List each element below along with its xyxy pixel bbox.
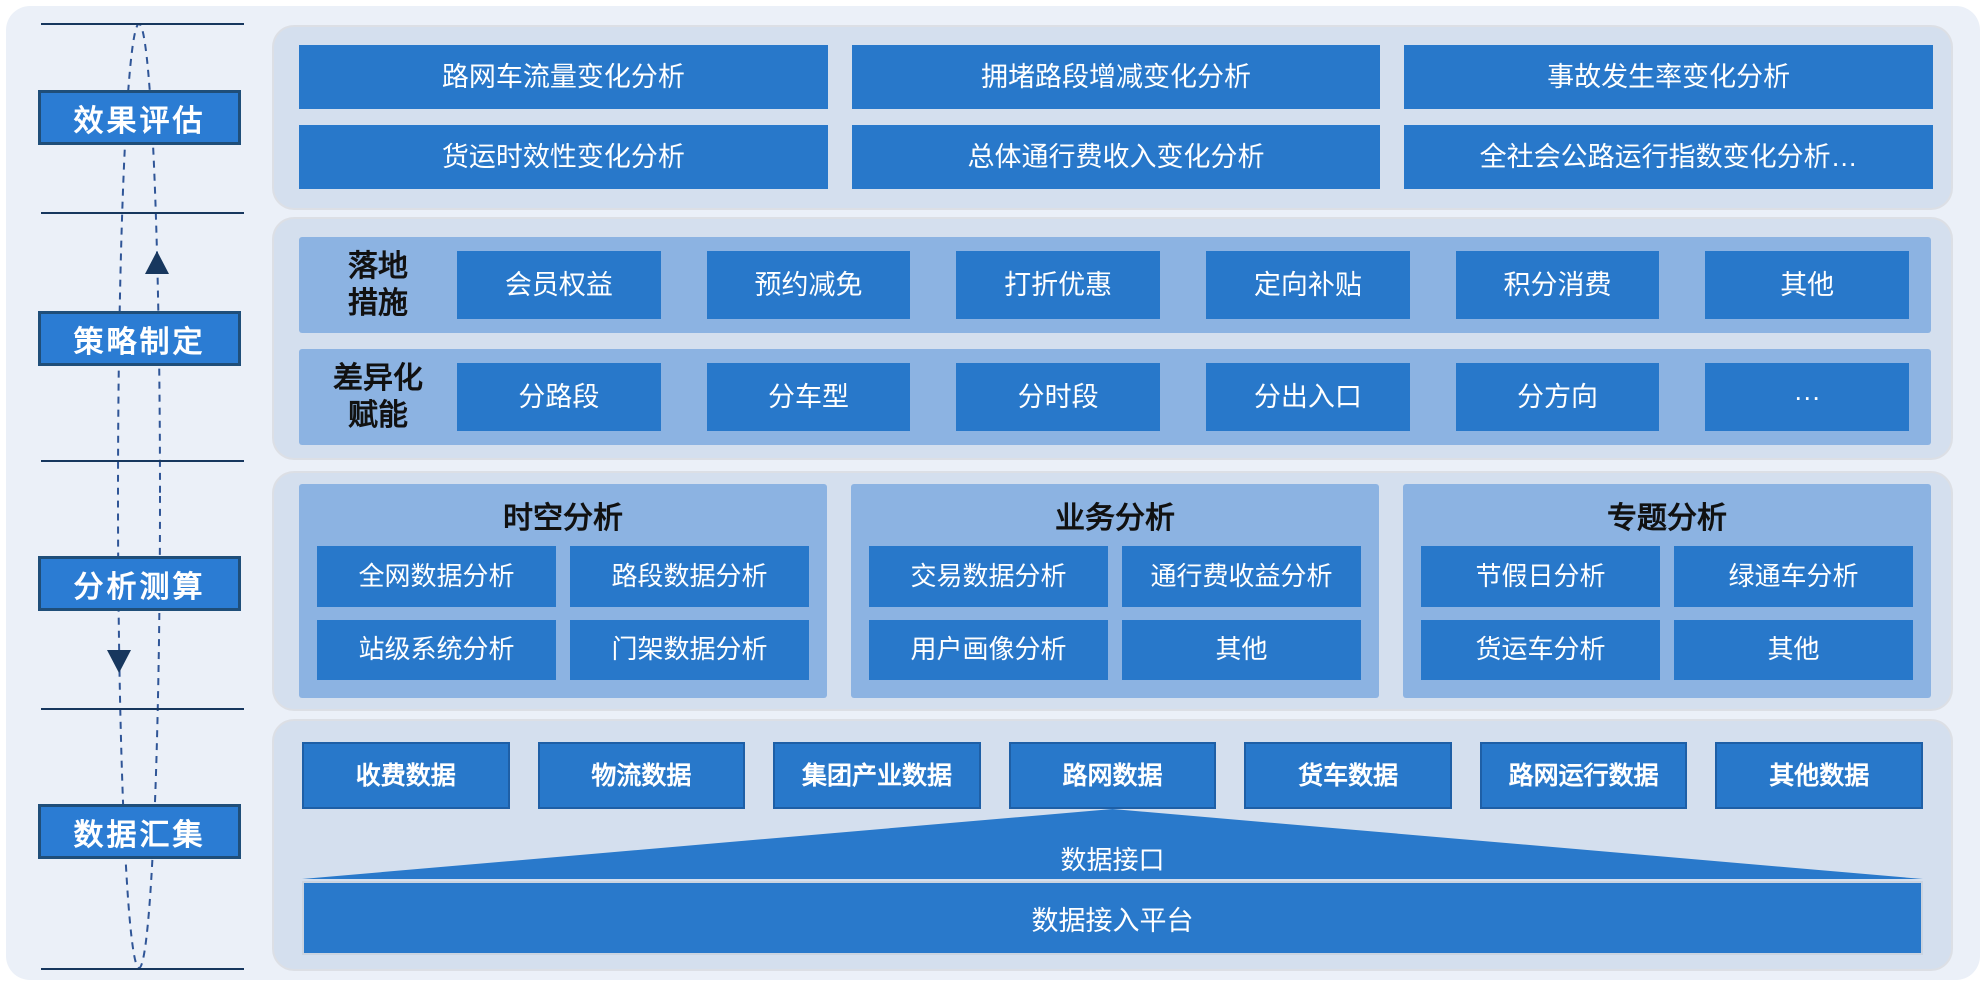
evaluation-panel: 路网车流量变化分析 拥堵路段增减变化分析 事故发生率变化分析 货运时效性变化分析… — [274, 27, 1951, 208]
analysis-group-spatiotemporal: 时空分析 全网数据分析 路段数据分析 站级系统分析 门架数据分析 — [299, 484, 827, 698]
stage-box-analysis: 分析测算 — [38, 556, 241, 611]
data-source-item: 其他数据 — [1715, 742, 1924, 809]
analysis-group-items: 交易数据分析 通行费收益分析 用户画像分析 其他 — [869, 546, 1361, 680]
strategy-row-items: 分路段 分车型 分时段 分出入口 分方向 ··· — [457, 363, 1910, 431]
data-source-item: 货车数据 — [1244, 742, 1452, 809]
strategy-item: 其他 — [1705, 251, 1910, 319]
data-source-item: 路网运行数据 — [1479, 742, 1688, 809]
analysis-item: 交易数据分析 — [869, 546, 1108, 607]
strategy-row-label-line: 落地 — [348, 249, 408, 283]
data-interface-label: 数据接口 — [1060, 845, 1165, 875]
evaluation-item: 全社会公路运行指数变化分析… — [1404, 125, 1933, 189]
strategy-item: 预约减免 — [706, 251, 911, 319]
arrow-up-icon — [145, 251, 169, 274]
analysis-group-title: 业务分析 — [1055, 502, 1175, 535]
data-interface-funnel: 数据接口 — [302, 809, 1923, 879]
arrow-down-icon — [107, 650, 131, 673]
process-cycle-graphic — [41, 23, 244, 970]
evaluation-item: 拥堵路段增减变化分析 — [851, 45, 1381, 109]
analysis-item: 节假日分析 — [1421, 546, 1660, 607]
analysis-item: 货运车分析 — [1421, 619, 1660, 680]
analysis-item: 门架数据分析 — [570, 619, 809, 680]
strategy-row-label-line: 差异化 — [333, 361, 423, 395]
strategy-row-label: 落地 措施 — [299, 248, 457, 323]
strategy-item: 分出入口 — [1206, 363, 1410, 431]
analysis-item: 路段数据分析 — [570, 546, 809, 607]
data-collection-panel: 收费数据 物流数据 集团产业数据 路网数据 货车数据 路网运行数据 其他数据 数… — [274, 721, 1951, 969]
strategy-item: 分方向 — [1455, 363, 1660, 431]
strategy-item: 分车型 — [706, 363, 911, 431]
analysis-group-title: 专题分析 — [1607, 502, 1727, 535]
evaluation-item: 货运时效性变化分析 — [299, 125, 828, 189]
evaluation-item: 总体通行费收入变化分析 — [851, 125, 1381, 189]
analysis-panel: 时空分析 全网数据分析 路段数据分析 站级系统分析 门架数据分析 业务分析 交易… — [274, 473, 1951, 709]
analysis-item: 其他 — [1674, 619, 1913, 680]
analysis-group-title: 时空分析 — [503, 502, 623, 535]
analysis-group-items: 节假日分析 绿通车分析 货运车分析 其他 — [1421, 546, 1913, 680]
analysis-item: 通行费收益分析 — [1122, 546, 1361, 607]
data-source-item: 集团产业数据 — [773, 742, 981, 809]
strategy-row-differentiation: 差异化 赋能 分路段 分车型 分时段 分出入口 分方向 ··· — [299, 349, 1931, 445]
analysis-group-items: 全网数据分析 路段数据分析 站级系统分析 门架数据分析 — [317, 546, 809, 680]
analysis-item: 其他 — [1122, 619, 1361, 680]
diagram-canvas: 效果评估 策略制定 分析测算 数据汇集 路网车流量变化分析 拥堵路段增减变化分析… — [6, 6, 1980, 980]
analysis-item: 绿通车分析 — [1674, 546, 1913, 607]
analysis-group-special-topic: 专题分析 节假日分析 绿通车分析 货运车分析 其他 — [1403, 484, 1931, 698]
data-source-item: 收费数据 — [302, 742, 510, 809]
strategy-item: 积分消费 — [1455, 251, 1660, 319]
analysis-item: 全网数据分析 — [317, 546, 556, 607]
strategy-item: 会员权益 — [457, 251, 661, 319]
analysis-group-business: 业务分析 交易数据分析 通行费收益分析 用户画像分析 其他 — [851, 484, 1379, 698]
evaluation-item: 事故发生率变化分析 — [1404, 45, 1933, 109]
data-source-item: 物流数据 — [537, 742, 746, 809]
strategy-item: ··· — [1705, 363, 1910, 431]
strategy-row-label: 差异化 赋能 — [299, 360, 457, 435]
data-sources-row: 收费数据 物流数据 集团产业数据 路网数据 货车数据 路网运行数据 其他数据 — [302, 742, 1924, 809]
stage-box-strategy: 策略制定 — [38, 311, 241, 366]
funnel-triangle — [302, 809, 1923, 879]
strategy-row-label-line: 措施 — [348, 287, 408, 320]
strategy-row-measures: 落地 措施 会员权益 预约减免 打折优惠 定向补贴 积分消费 其他 — [299, 237, 1931, 333]
strategy-row-label-line: 赋能 — [348, 399, 408, 432]
analysis-item: 用户画像分析 — [869, 619, 1108, 680]
data-access-platform-bar: 数据接入平台 — [302, 881, 1923, 955]
strategy-panel: 落地 措施 会员权益 预约减免 打折优惠 定向补贴 积分消费 其他 差异化 赋能… — [274, 219, 1951, 458]
strategy-item: 打折优惠 — [956, 251, 1161, 319]
stage-box-evaluation: 效果评估 — [38, 90, 241, 145]
strategy-item: 定向补贴 — [1206, 251, 1410, 319]
stage-box-data-collection: 数据汇集 — [38, 804, 241, 859]
strategy-item: 分路段 — [457, 363, 661, 431]
data-source-item: 路网数据 — [1008, 742, 1217, 809]
strategy-row-items: 会员权益 预约减免 打折优惠 定向补贴 积分消费 其他 — [457, 251, 1910, 319]
evaluation-item: 路网车流量变化分析 — [299, 45, 828, 109]
analysis-item: 站级系统分析 — [317, 619, 556, 680]
strategy-item: 分时段 — [956, 363, 1161, 431]
